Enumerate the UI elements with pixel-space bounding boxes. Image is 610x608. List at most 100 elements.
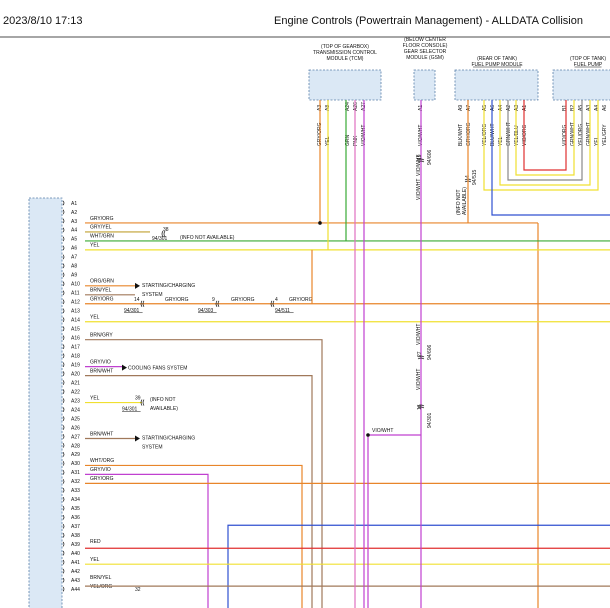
ecm-wire-label: WHT/ORG bbox=[90, 458, 114, 464]
ecm-pin-bracket bbox=[62, 586, 65, 592]
ecm-pin-label: A22 bbox=[71, 389, 80, 395]
cooling-fans-label: COOLING FANS SYSTEM bbox=[128, 366, 187, 372]
tcm-pin-label: A24 bbox=[345, 102, 351, 111]
gsm-wire-label-b: VIO/WHT bbox=[416, 179, 422, 200]
info-not-available-a23: AVAILABLE) bbox=[150, 406, 178, 412]
wire-fpm-a3 bbox=[515, 100, 575, 176]
ecm-pin-bracket bbox=[62, 344, 65, 350]
wire-label-a12-4: GRY/ORG bbox=[289, 297, 313, 303]
ecm-pin-bracket bbox=[62, 371, 65, 377]
ecm-pin-label: A2 bbox=[71, 210, 77, 216]
ecm-pin-bracket bbox=[62, 254, 65, 260]
ecm-pin-label: A25 bbox=[71, 416, 80, 422]
splice-dot-vio bbox=[366, 433, 370, 437]
ecm-pin-bracket bbox=[62, 362, 65, 368]
ecm-pin-bracket bbox=[62, 299, 65, 305]
ecm-pin-label: A28 bbox=[71, 443, 80, 449]
ecm-pin-label: A24 bbox=[71, 407, 80, 413]
fpm-wire-label: GRN/WHT bbox=[570, 122, 576, 146]
fpm2-wire-label: YEL/GRY bbox=[602, 124, 608, 146]
ecm-pin-bracket bbox=[62, 541, 65, 547]
module-title-fpm2: (TOP OF TANK) bbox=[570, 56, 606, 62]
ecm-wire-label: BRN/GRY bbox=[90, 333, 113, 339]
ecm-pin-bracket bbox=[62, 496, 65, 502]
conn-number-a12-2: 9 bbox=[212, 297, 215, 303]
ecm-pin-label: A9 bbox=[71, 273, 77, 279]
ecm-pin-bracket bbox=[62, 425, 65, 430]
fpm-wire-label: BLK/WHT bbox=[458, 124, 464, 146]
ecm-pin-label: A14 bbox=[71, 318, 80, 324]
fpm-info-not-available: AVAILABLE) bbox=[462, 187, 468, 215]
ecm-pin-bracket bbox=[62, 469, 65, 475]
wire-vio-wht-horizontal bbox=[367, 434, 421, 608]
fpm-pin-label: A9 bbox=[458, 105, 464, 111]
starting-charging-label: SYSTEM bbox=[142, 292, 163, 298]
ecm-pin-label: A41 bbox=[71, 560, 80, 566]
ecm-wire-label: GRY/YEL bbox=[90, 225, 112, 231]
module-box-tcm bbox=[308, 69, 382, 101]
arrow-a19 bbox=[122, 364, 127, 371]
ecm-wire-label: BRN/YEL bbox=[90, 288, 112, 294]
ecm-pin-label: A30 bbox=[71, 461, 80, 467]
splice-dot-a3 bbox=[318, 221, 322, 225]
wire-a31-gry-vio bbox=[85, 473, 209, 608]
conn-number-a44: 32 bbox=[135, 587, 141, 593]
conn-number-a4: 38 bbox=[163, 227, 169, 233]
fpm-wire-label: VIO/ORG bbox=[562, 124, 568, 146]
info-not-available-a5: (INFO NOT AVAILABLE) bbox=[180, 235, 235, 241]
ecm-wire-label: GRY/ORG bbox=[90, 297, 114, 303]
conn-number-27: 27 bbox=[417, 351, 423, 357]
conn-ref-gsm: 94/606 bbox=[427, 149, 433, 165]
ecm-pin-label: A33 bbox=[71, 488, 80, 494]
ecm-pin-bracket bbox=[62, 478, 65, 484]
ecm-pin-label: A37 bbox=[71, 524, 80, 530]
fpm-pin-label: B2 bbox=[570, 105, 576, 111]
ecm-pin-bracket bbox=[62, 443, 65, 448]
module-title-fpm: FUEL PUMP MODULE bbox=[471, 62, 523, 68]
ecm-pin-label: A17 bbox=[71, 344, 80, 350]
ecm-connector-box bbox=[28, 197, 63, 608]
conn-number-gsm: 19 bbox=[417, 154, 423, 160]
ecm-wire-label: WHT/GRN bbox=[90, 234, 114, 240]
wire-a16-brn-gry bbox=[85, 339, 323, 608]
conn-ref-a12-1: 94/301 bbox=[124, 308, 140, 314]
module-box-fpm2 bbox=[552, 69, 610, 101]
ecm-pin-bracket bbox=[62, 460, 65, 466]
fpm-pin-label: A4 bbox=[498, 105, 504, 111]
connector-a12-1 bbox=[140, 300, 145, 307]
ecm-pin-label: A11 bbox=[71, 291, 80, 297]
ecm-pin-label: A6 bbox=[71, 246, 77, 252]
ecm-pin-label: A29 bbox=[71, 452, 80, 458]
ecm-wire-label: BRN/WHT bbox=[90, 368, 113, 374]
ecm-wire-label: BRN/WHT bbox=[90, 431, 113, 437]
fpm-pin-label: A3 bbox=[514, 105, 520, 111]
ecm-pin-label: A3 bbox=[71, 219, 77, 225]
fpm-wire-label: BLU/WHT bbox=[490, 124, 496, 147]
ecm-pin-label: A32 bbox=[71, 479, 80, 485]
ecm-pin-bracket bbox=[62, 227, 65, 233]
ecm-pin-bracket bbox=[62, 317, 65, 323]
arrow-a10 bbox=[135, 282, 140, 289]
ecm-wire-label: YEL bbox=[90, 557, 100, 563]
connector-a12-3 bbox=[270, 300, 275, 307]
module-title-gsm: MODULE (GSM) bbox=[406, 55, 444, 61]
ecm-pin-bracket bbox=[62, 353, 65, 359]
ecm-pin-bracket bbox=[62, 281, 65, 287]
fpm2-wire-label: YEL/ORG bbox=[578, 124, 584, 146]
fpm-wire-label: GRN/WHT bbox=[506, 122, 512, 146]
ecm-pin-bracket bbox=[62, 416, 65, 421]
fpm-pin-label: A6 bbox=[490, 105, 496, 111]
conn-ref-a4: 94/301 bbox=[152, 236, 168, 242]
fpm-wire-label: YEL bbox=[498, 136, 504, 146]
ecm-pin-label: A34 bbox=[71, 497, 80, 503]
ecm-pin-label: A10 bbox=[71, 282, 80, 288]
ecm-pin-bracket bbox=[62, 263, 65, 269]
ecm-pin-bracket bbox=[62, 335, 65, 341]
ecm-pin-label: A36 bbox=[71, 515, 80, 521]
ecm-wire-label: GRY/ORG bbox=[90, 476, 114, 482]
ecm-pin-bracket bbox=[62, 245, 65, 251]
fpm2-wire-label: GRN/WHT bbox=[586, 122, 592, 146]
module-title-gsm: FLOOR CONSOLE) bbox=[403, 43, 448, 49]
ecm-wire-label: GRY/VIO bbox=[90, 359, 111, 365]
ecm-wire-label: YEL bbox=[90, 315, 100, 321]
